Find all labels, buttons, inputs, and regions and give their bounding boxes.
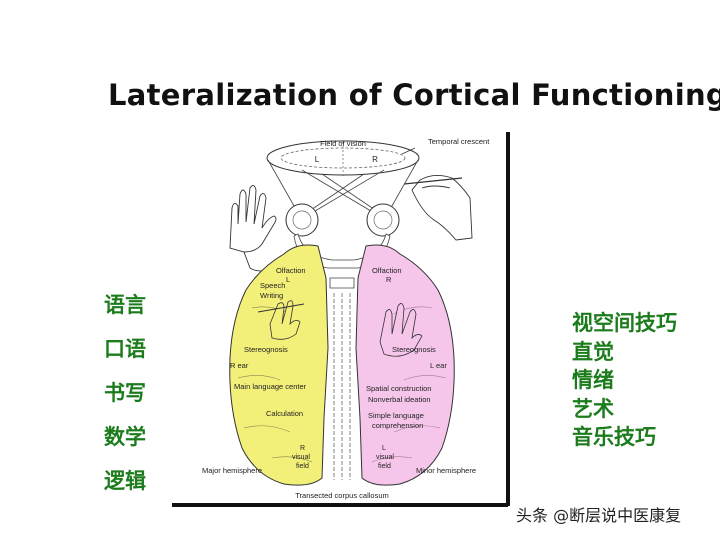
function-language: 语言 [104, 293, 146, 317]
right-visual-field-side: L [382, 445, 386, 452]
right-eye-inner [373, 210, 393, 230]
main-language-label: Main language center [234, 382, 307, 391]
right-olfaction-side: R [386, 275, 392, 284]
function-intuition: 直觉 [572, 339, 614, 364]
function-art: 艺术 [572, 396, 614, 421]
function-music: 音乐技巧 [572, 425, 656, 449]
spatial-construction-label: Spatial construction [366, 384, 431, 393]
field-right-label: R [372, 155, 378, 164]
brain-lateralization-diagram: Field of vision L R Temporal crescent [172, 132, 510, 507]
left-hand-sketch [229, 185, 285, 272]
right-hemisphere [355, 244, 455, 486]
right-eye [366, 203, 400, 237]
minor-hemisphere-label: Minor hemisphere [416, 466, 476, 475]
function-emotion: 情绪 [572, 368, 614, 392]
comprehension-label: comprehension [372, 421, 423, 430]
writing-label: Writing [260, 291, 283, 300]
slide-title: Lateralization of Cortical Functioning [108, 78, 720, 112]
left-hemisphere-functions: 语言 口语 书写 数学 逻辑 [104, 290, 146, 510]
simple-language-label: Simple language [368, 411, 424, 420]
left-olfaction-side: L [286, 275, 290, 284]
pen [403, 177, 463, 185]
temporal-crescent-label: Temporal crescent [428, 137, 490, 146]
field-left-label: L [315, 155, 320, 164]
function-logic: 逻辑 [104, 469, 146, 493]
right-olfaction-label: Olfaction [372, 266, 402, 275]
left-visual-field-side: R [300, 445, 305, 452]
field-of-vision-label: Field of vision [320, 139, 366, 148]
right-hemisphere-hand-sketch [379, 303, 423, 357]
right-visual-field-line1: visual [376, 454, 394, 461]
temporal-crescent-pointer [401, 147, 416, 155]
right-hemisphere-functions: 视空间技巧 直觉 情绪 艺术 音乐技巧 [572, 309, 682, 452]
left-olfaction-label: Olfaction [276, 266, 306, 275]
right-hand-sketch [403, 175, 473, 241]
right-stereognosis-label: Stereognosis [392, 345, 436, 354]
major-hemisphere-label: Major hemisphere [202, 466, 262, 475]
function-writing: 书写 [104, 381, 146, 405]
left-ear-label: L ear [430, 361, 447, 370]
function-visuospatial: 视空间技巧 [572, 311, 677, 335]
left-eye [285, 203, 319, 237]
calculation-label: Calculation [266, 409, 303, 418]
speech-label: Speech [260, 281, 285, 290]
left-eye-inner [292, 210, 312, 230]
corpus-callosum [333, 293, 351, 480]
left-visual-field-line1: visual [292, 454, 310, 461]
left-hemisphere [229, 244, 329, 486]
corpus-callosum-label: Transected corpus callosum [295, 491, 389, 500]
function-speech: 口语 [104, 337, 146, 361]
left-visual-field-line2: field [296, 463, 309, 470]
left-hemisphere-hand-sketch [257, 300, 305, 340]
right-visual-field-line2: field [378, 463, 391, 470]
nonverbal-ideation-label: Nonverbal ideation [368, 395, 431, 404]
right-ear-label: R ear [230, 361, 249, 370]
left-stereognosis-label: Stereognosis [244, 345, 288, 354]
function-math: 数学 [104, 425, 146, 449]
watermark: 头条 @断层说中医康复 [516, 506, 682, 525]
